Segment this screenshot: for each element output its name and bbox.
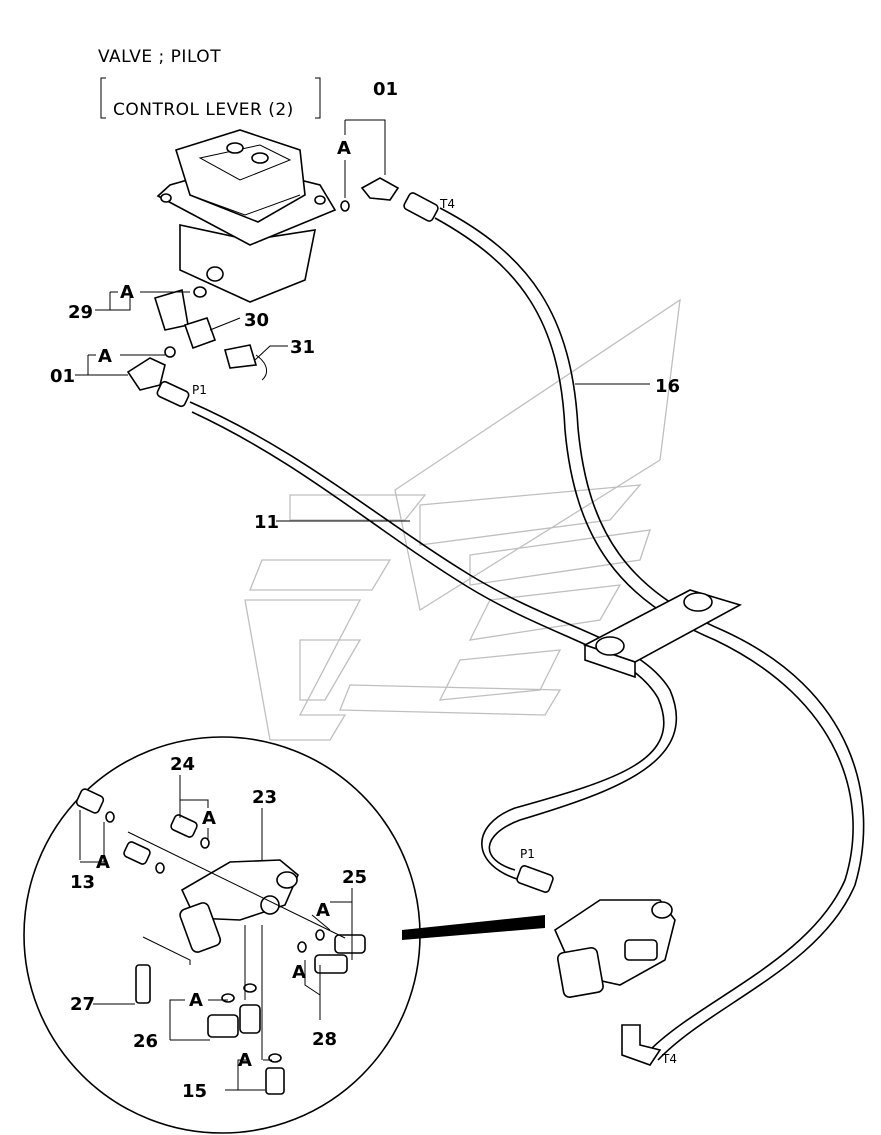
- callout-a-15: A: [238, 1050, 252, 1071]
- callout-29: 29: [68, 302, 93, 323]
- leader-lines: [75, 119, 650, 1091]
- detail-parts: [75, 788, 366, 1095]
- pilot-valve-body: [156, 129, 337, 303]
- hose-16: [434, 207, 865, 1061]
- title-line-2: CONTROL LEVER (2): [113, 100, 294, 120]
- manifold-main: [553, 899, 676, 998]
- callout-16: 16: [655, 376, 680, 397]
- callout-a-24: A: [202, 808, 216, 829]
- callout-28: 28: [312, 1029, 337, 1050]
- fitting-30: [183, 317, 217, 350]
- callout-26: 26: [133, 1031, 158, 1052]
- callout-a-25b: A: [292, 962, 306, 983]
- port-t4-bottom: T4: [661, 1052, 677, 1066]
- clamp-plates: [582, 589, 743, 679]
- title-line-1: VALVE ; PILOT: [98, 47, 221, 67]
- fitting-01-left: [126, 346, 190, 408]
- callout-a-01: A: [98, 346, 112, 367]
- fitting-t4-bottom: [621, 1024, 662, 1066]
- callout-15: 15: [182, 1081, 207, 1102]
- sensor-31: [223, 344, 267, 381]
- callout-a-29: A: [120, 282, 134, 303]
- callout-01-top: 01: [373, 79, 398, 100]
- fitting-01-top: [340, 177, 439, 222]
- callout-a-26: A: [189, 990, 203, 1011]
- callout-11: 11: [254, 512, 279, 533]
- callout-25: 25: [342, 867, 367, 888]
- fitting-p1-bottom: [516, 865, 554, 893]
- callout-13: 13: [70, 872, 95, 893]
- port-t4-top: T4: [439, 197, 455, 211]
- callout-a-top: A: [337, 138, 351, 159]
- hose-11: [189, 401, 677, 881]
- callout-23: 23: [252, 787, 277, 808]
- callout-30: 30: [244, 310, 269, 331]
- callout-01-left: 01: [50, 366, 75, 387]
- port-p1-bottom: P1: [520, 847, 535, 861]
- title-block: VALVE ; PILOT CONTROL LEVER (2): [98, 47, 321, 120]
- callout-a-13: A: [96, 852, 110, 873]
- port-p1-top: P1: [192, 383, 207, 397]
- callout-27: 27: [70, 994, 95, 1015]
- callout-31: 31: [290, 337, 315, 358]
- detail-circle: [23, 736, 545, 1134]
- callout-24: 24: [170, 754, 195, 775]
- watermark-logo: [244, 298, 681, 741]
- callout-a-25a: A: [316, 900, 330, 921]
